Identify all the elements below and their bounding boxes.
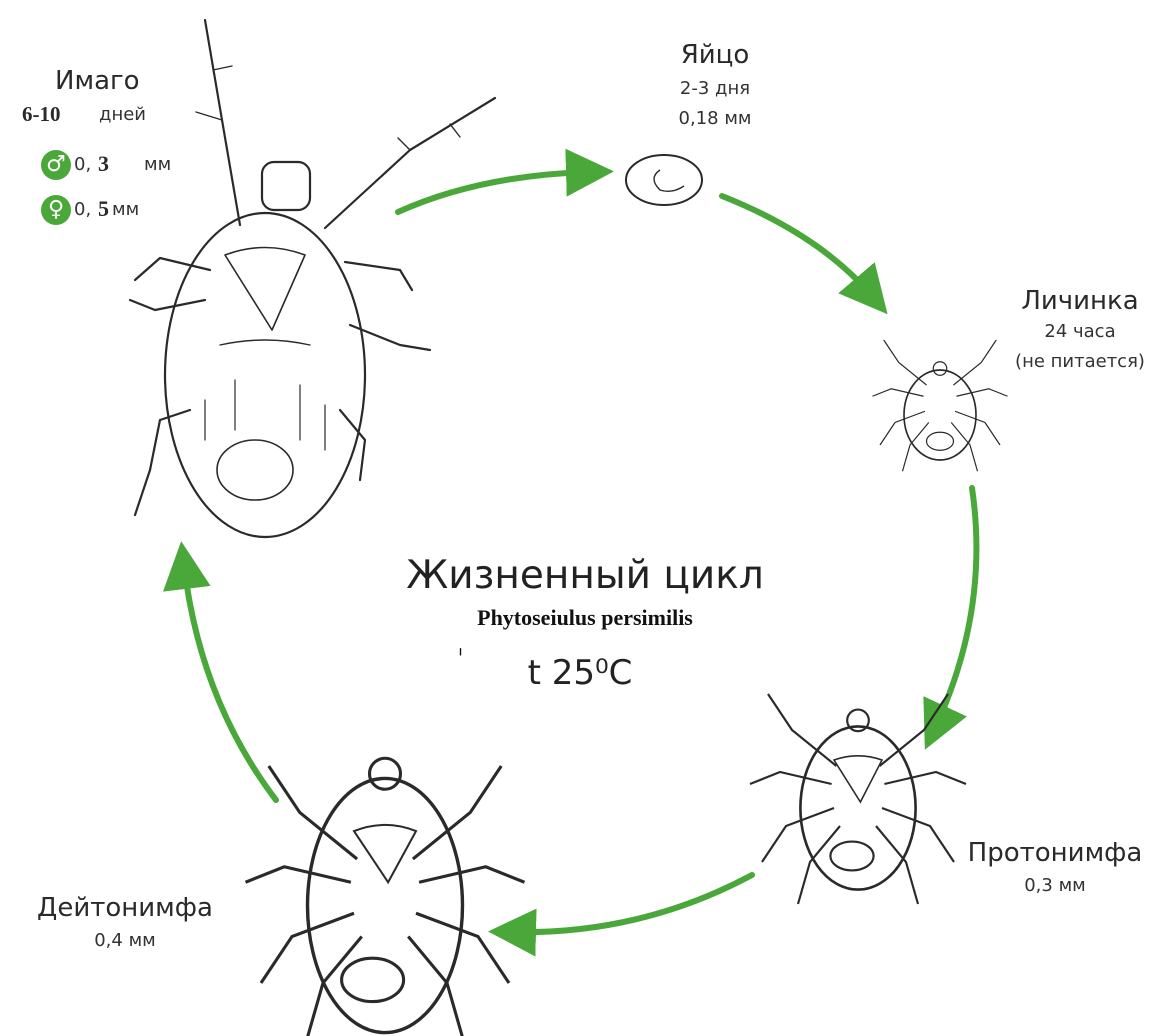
protonymph-size: 0,3 мм <box>935 877 1175 895</box>
diagram-title: Жизненный цикл <box>360 556 810 595</box>
arrow-deutonymph-to-imago <box>184 565 276 800</box>
arrow-egg-to-larva <box>722 196 872 296</box>
arrow-larva-to-protonymph <box>935 488 976 728</box>
male-symbol-icon: ♂ <box>41 150 71 180</box>
female-size-value: 5 <box>98 198 109 220</box>
deutonymph-title: Дейтонимфа <box>0 895 250 921</box>
arrow-protonymph-to-deutonymph <box>512 875 752 932</box>
male-size-unit: мм <box>144 156 171 174</box>
larva-duration: 24 часа <box>985 323 1175 341</box>
egg-size: 0,18 мм <box>630 110 800 128</box>
imago-title: Имаго <box>55 68 140 94</box>
larva-title: Личинка <box>985 288 1175 314</box>
female-size-unit: мм <box>112 201 139 219</box>
adult-mite-illustration <box>130 20 495 537</box>
imago-days-unit: дней <box>99 106 146 124</box>
female-size-prefix: 0, <box>74 201 91 219</box>
species-name: Phytoseiulus persimilis <box>385 607 785 629</box>
arrow-imago-to-egg <box>398 172 590 212</box>
imago-days-number: 6-10 <box>22 104 61 125</box>
deutonymph-illustration <box>246 758 525 1036</box>
deutonymph-size: 0,4 мм <box>0 932 250 950</box>
egg-title: Яйцо <box>630 42 800 68</box>
egg-duration: 2-3 дня <box>630 80 800 98</box>
male-size-prefix: 0, <box>74 156 91 174</box>
temperature-label: t 25⁰C <box>470 656 690 690</box>
protonymph-title: Протонимфа <box>935 840 1175 866</box>
male-size-value: 3 <box>98 153 109 175</box>
larva-note: (не питается) <box>985 353 1175 371</box>
egg-illustration <box>626 155 702 205</box>
female-symbol-icon: ♀ <box>41 195 71 225</box>
